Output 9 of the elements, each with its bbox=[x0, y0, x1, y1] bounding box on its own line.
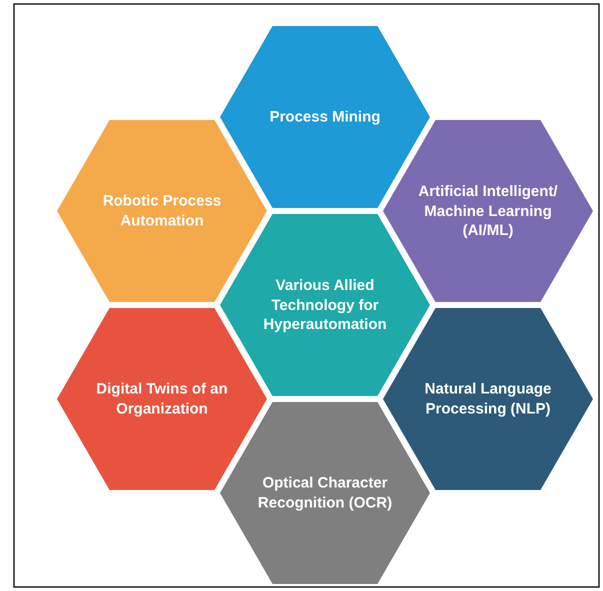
hexagon-label: Natural Language Processing (NLP) bbox=[424, 380, 552, 418]
hexagon-label: Optical Character Recognition (OCR) bbox=[256, 474, 394, 512]
hexagon-label: Various Allied Technology for Hyperautomation bbox=[262, 276, 388, 334]
hexagon-label: Process Mining bbox=[268, 107, 382, 127]
hexagon-tile bbox=[57, 120, 267, 302]
hexagon-label: Robotic Process Automation bbox=[102, 192, 222, 230]
hexagon-label: Digital Twins of an Organization bbox=[95, 380, 229, 418]
hexagon-tile bbox=[383, 120, 593, 302]
hexagon-label: Artificial Intelligent/ Machine Learning (AI/ML) bbox=[417, 182, 559, 240]
